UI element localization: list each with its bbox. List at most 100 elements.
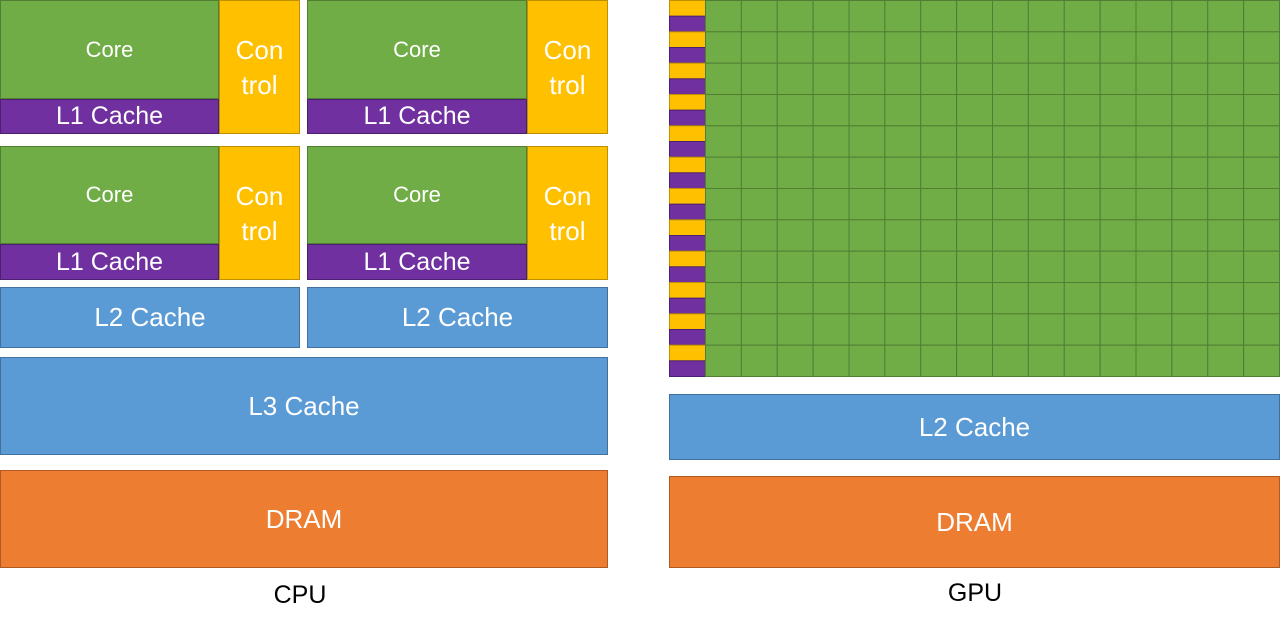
gpu-core-cell — [1099, 31, 1137, 64]
gpu-core-cell — [920, 313, 958, 346]
cpu-l2-cache-2: L2 Cache — [307, 287, 608, 348]
core-label: Core — [393, 182, 441, 207]
cpu-core-1: Core — [0, 0, 219, 99]
cpu-core-3: Core — [0, 146, 219, 244]
gpu-core-cell — [1207, 313, 1245, 346]
control-label-line1: Con — [235, 181, 284, 211]
gpu-core-cell — [1207, 282, 1245, 315]
gpu-core-cell — [1027, 313, 1065, 346]
gpu-core-cell — [812, 219, 850, 252]
gpu-core-cell — [1099, 125, 1137, 158]
gpu-control-stripe — [669, 313, 706, 331]
control-label-line1: Con — [543, 35, 592, 65]
gpu-control-stripe — [669, 0, 706, 17]
gpu-core-cell — [956, 94, 993, 127]
gpu-core-cell — [740, 219, 778, 252]
gpu-core-cell — [884, 282, 922, 315]
l2-cache-label: L2 Cache — [918, 411, 1031, 442]
gpu-core-cell — [705, 313, 742, 346]
gpu-l2-cache: L2 Cache — [669, 394, 1280, 460]
gpu-core-cell — [848, 188, 886, 221]
gpu-l1-stripe — [669, 203, 706, 221]
gpu-core-cell — [705, 250, 742, 284]
gpu-core-cell — [1027, 125, 1065, 158]
gpu-core-cell — [1063, 188, 1101, 221]
gpu-core-cell — [740, 62, 778, 96]
gpu-l1-stripe — [669, 266, 706, 284]
gpu-core-cell — [1099, 282, 1137, 315]
gpu-core-cell — [1243, 0, 1280, 33]
control-label-line2: trol — [549, 216, 586, 246]
gpu-core-cell — [848, 344, 886, 377]
dram-label: DRAM — [936, 506, 1013, 537]
gpu-core-cell — [1063, 94, 1101, 127]
gpu-core-cell — [920, 94, 958, 127]
gpu-core-cell — [1171, 31, 1209, 64]
gpu-core-cell — [992, 62, 1029, 96]
gpu-core-cell — [1207, 94, 1245, 127]
gpu-core-cell — [705, 31, 742, 64]
gpu-control-stripe — [669, 156, 706, 174]
l1-cache-label: L1 Cache — [363, 102, 471, 130]
gpu-control-stripe — [669, 125, 706, 143]
gpu-core-cell — [1243, 62, 1280, 96]
gpu-core-cell — [1099, 156, 1137, 190]
gpu-core-cell — [776, 313, 814, 346]
gpu-core-cell — [812, 188, 850, 221]
control-label-line2: trol — [241, 216, 278, 246]
gpu-core-cell — [992, 188, 1029, 221]
gpu-control-stripe — [669, 188, 706, 205]
gpu-core-cell — [884, 156, 922, 190]
gpu-core-cell — [1243, 313, 1280, 346]
gpu-core-cell — [1027, 282, 1065, 315]
gpu-core-cell — [956, 282, 993, 315]
gpu-core-cell — [920, 0, 958, 33]
gpu-core-cell — [920, 31, 958, 64]
gpu-core-cell — [992, 31, 1029, 64]
gpu-core-cell — [1135, 282, 1173, 315]
gpu-core-cell — [740, 94, 778, 127]
gpu-core-cell — [1135, 125, 1173, 158]
gpu-core-cell — [992, 156, 1029, 190]
gpu-core-cell — [992, 0, 1029, 33]
gpu-core-cell — [1171, 282, 1209, 315]
gpu-core-cell — [812, 62, 850, 96]
l2-cache-label: L2 Cache — [94, 302, 206, 332]
gpu-core-cell — [1027, 250, 1065, 284]
dram-label: DRAM — [265, 503, 343, 534]
gpu-core-cell — [705, 156, 742, 190]
gpu-core-cell — [848, 0, 886, 33]
gpu-core-cell — [740, 282, 778, 315]
gpu-core-cell — [812, 282, 850, 315]
gpu-control-stripe — [669, 344, 706, 362]
gpu-core-cell — [1207, 250, 1245, 284]
control-label-line1: Con — [543, 181, 592, 211]
gpu-core-cell — [1171, 219, 1209, 252]
gpu-core-cell — [992, 125, 1029, 158]
gpu-core-cell — [1135, 313, 1173, 346]
gpu-l1-stripe — [669, 78, 706, 96]
gpu-core-cell — [705, 282, 742, 315]
cpu-caption: CPU — [273, 581, 327, 609]
gpu-core-cell — [1099, 219, 1137, 252]
gpu-core-cell — [1207, 125, 1245, 158]
gpu-core-cell — [812, 125, 850, 158]
gpu-core-cell — [1135, 156, 1173, 190]
gpu-core-cell — [956, 219, 993, 252]
gpu-core-cell — [1171, 0, 1209, 33]
cpu-core-4: Core — [307, 146, 527, 244]
gpu-core-cell — [812, 250, 850, 284]
cpu-dram: DRAM — [0, 470, 608, 568]
gpu-core-cell — [740, 156, 778, 190]
gpu-core-cell — [705, 188, 742, 221]
gpu-core-cell — [812, 31, 850, 64]
gpu-core-cell — [776, 188, 814, 221]
gpu-core-cell — [992, 94, 1029, 127]
gpu-core-cell — [812, 156, 850, 190]
gpu-core-cell — [848, 156, 886, 190]
gpu-core-cell — [884, 0, 922, 33]
gpu-core-cell — [705, 219, 742, 252]
gpu-core-cell — [1027, 94, 1065, 127]
